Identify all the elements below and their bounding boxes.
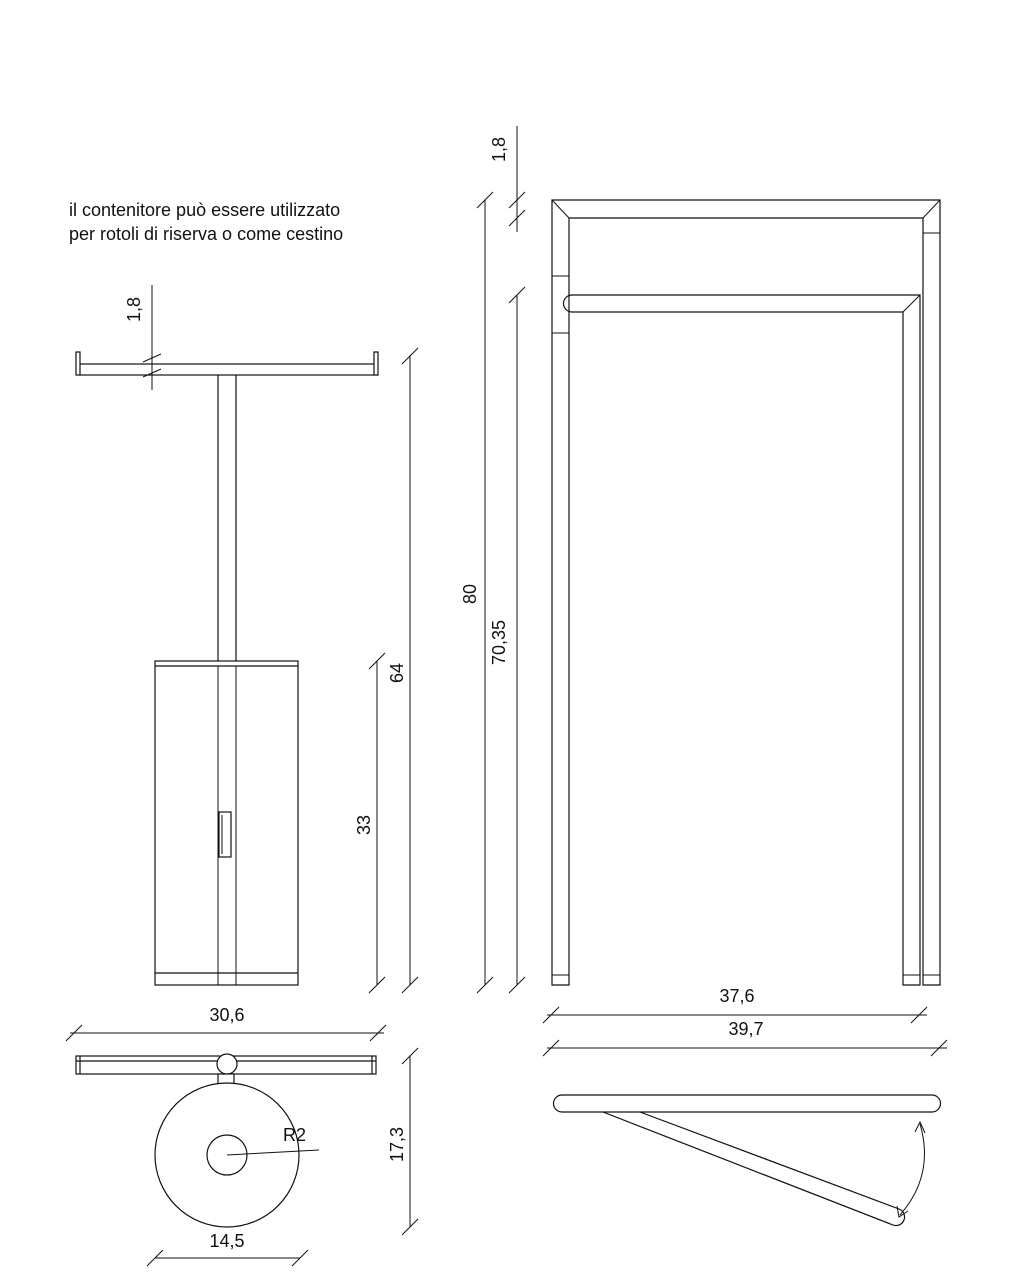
side-top-width-label: 30,6 [209,1005,244,1025]
side-total-height-label: 64 [387,663,407,683]
side-container-height-label: 33 [354,815,374,835]
usage-note-line-1: il contenitore può essere utilizzato [69,200,341,220]
swing-top-view [552,1094,942,1227]
swing-fixed-bar [552,1094,942,1113]
side-top-bar-right-lip [373,351,379,376]
front-top-thickness-label: 1,8 [489,137,509,162]
usage-note-line-2: per rotoli di riserva o come cestino [69,224,344,244]
front-total-height-label: 80 [460,584,480,604]
front-outer-frame [551,199,941,986]
side-elevation: 1,8 64 33 30,6 [65,285,419,1042]
side-top-bar [78,363,378,376]
side-container-handle [218,811,232,858]
side-top-thickness-label: 1,8 [124,297,144,322]
swing-rotated-bar [602,1111,906,1227]
plan-view: R2 17,3 14,5 [75,1047,419,1267]
swing-rotation-arc [899,1123,925,1216]
front-inner-width-label: 37,6 [719,986,754,1006]
plan-depth-label: 17,3 [387,1127,407,1162]
front-inner-height-label: 70,35 [489,620,509,665]
usage-note: il contenitore può essere utilizzato per… [69,198,343,246]
side-top-bar-left-lip [75,351,81,376]
front-total-width-label: 39,7 [728,1019,763,1039]
plan-stem-circle [216,1053,238,1075]
front-elevation: 1,8 80 70,35 37,6 39,7 [460,126,948,1057]
plan-base-diameter-label: 14,5 [209,1231,244,1251]
plan-radius-label: R2 [283,1125,306,1145]
front-swing-arm [572,294,921,986]
